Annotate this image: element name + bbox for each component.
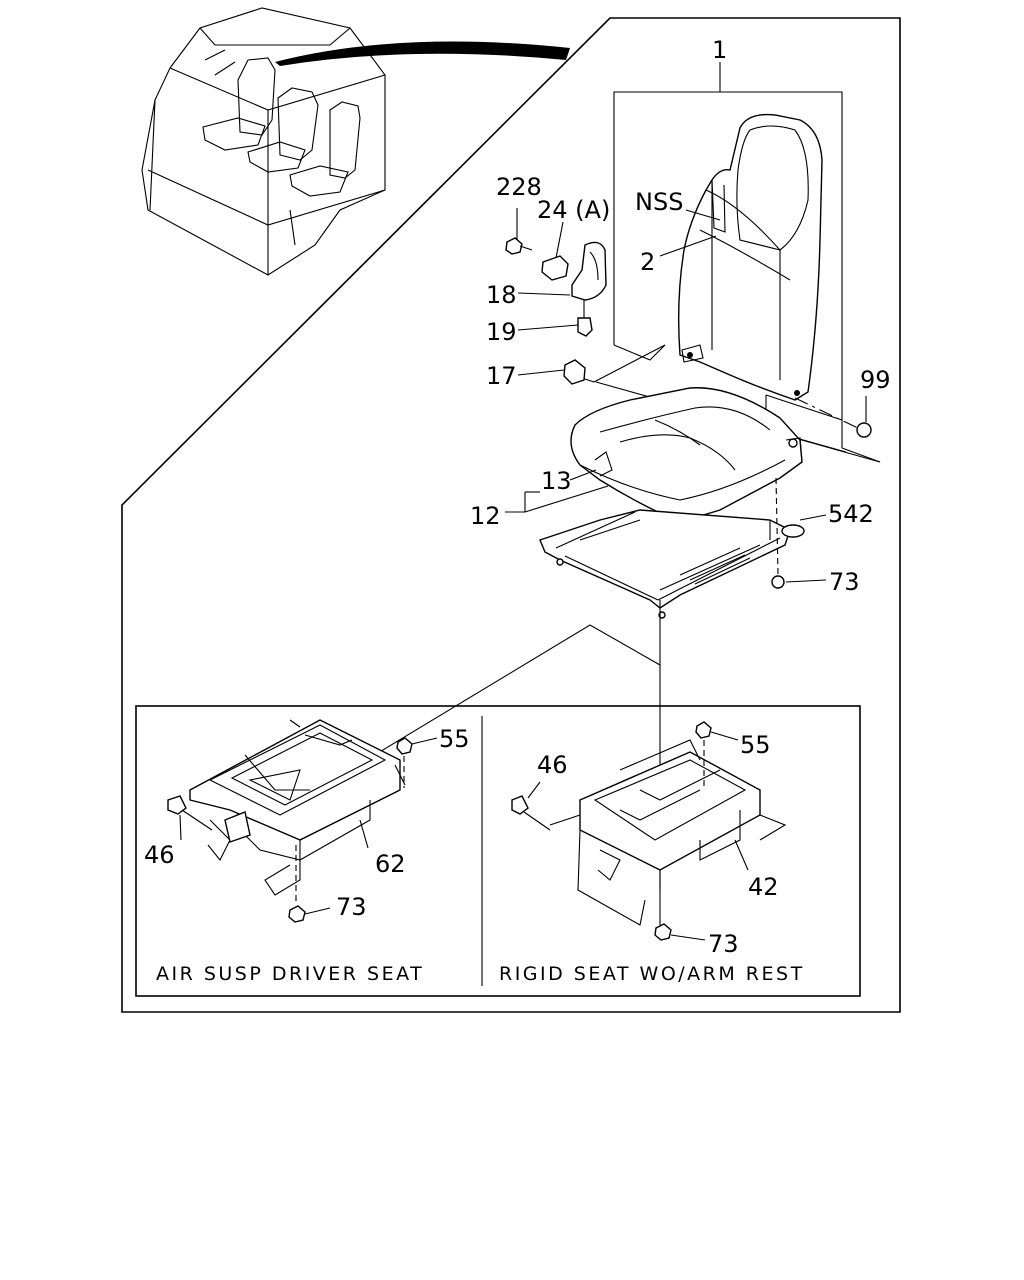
callout-55-right: 55 xyxy=(740,731,771,759)
callout-2: 2 xyxy=(640,248,655,276)
callout-73-left: 73 xyxy=(336,893,367,921)
callout-73-right: 73 xyxy=(708,930,739,958)
callout-nss: NSS xyxy=(635,188,683,216)
callout-13: 13 xyxy=(541,467,572,495)
caption-air-susp: AIR SUSP DRIVER SEAT xyxy=(156,963,424,985)
washer-99 xyxy=(856,422,872,438)
callout-73-upper: 73 xyxy=(829,568,860,596)
callout-19: 19 xyxy=(486,318,517,346)
callout-18: 18 xyxy=(486,281,517,309)
options-box xyxy=(135,705,861,997)
callout-12: 12 xyxy=(470,502,501,530)
bracket-1 xyxy=(613,62,721,345)
caption-rigid-seat: RIGID SEAT WO/ARM REST xyxy=(499,963,805,985)
seat-slide-rails xyxy=(539,509,805,619)
callout-228: 228 xyxy=(496,173,542,201)
callout-24a: 24 (A) xyxy=(537,196,610,224)
nut-73-upper xyxy=(771,575,785,589)
callout-46-left: 46 xyxy=(144,841,175,869)
seat-back xyxy=(677,113,823,401)
callout-542: 542 xyxy=(828,500,874,528)
hardware-parts xyxy=(505,237,607,385)
rigid-base xyxy=(549,739,787,926)
air-susp-base xyxy=(189,719,406,896)
callout-55-left: 55 xyxy=(439,725,470,753)
seat-cushion xyxy=(570,387,803,523)
callout-99: 99 xyxy=(860,366,891,394)
callout-62: 62 xyxy=(375,850,406,878)
cab-overview xyxy=(141,7,570,276)
callout-17: 17 xyxy=(486,362,517,390)
callout-46-right: 46 xyxy=(537,751,568,779)
callout-1: 1 xyxy=(712,36,727,64)
outer-frame xyxy=(121,17,901,1013)
callout-42: 42 xyxy=(748,873,779,901)
